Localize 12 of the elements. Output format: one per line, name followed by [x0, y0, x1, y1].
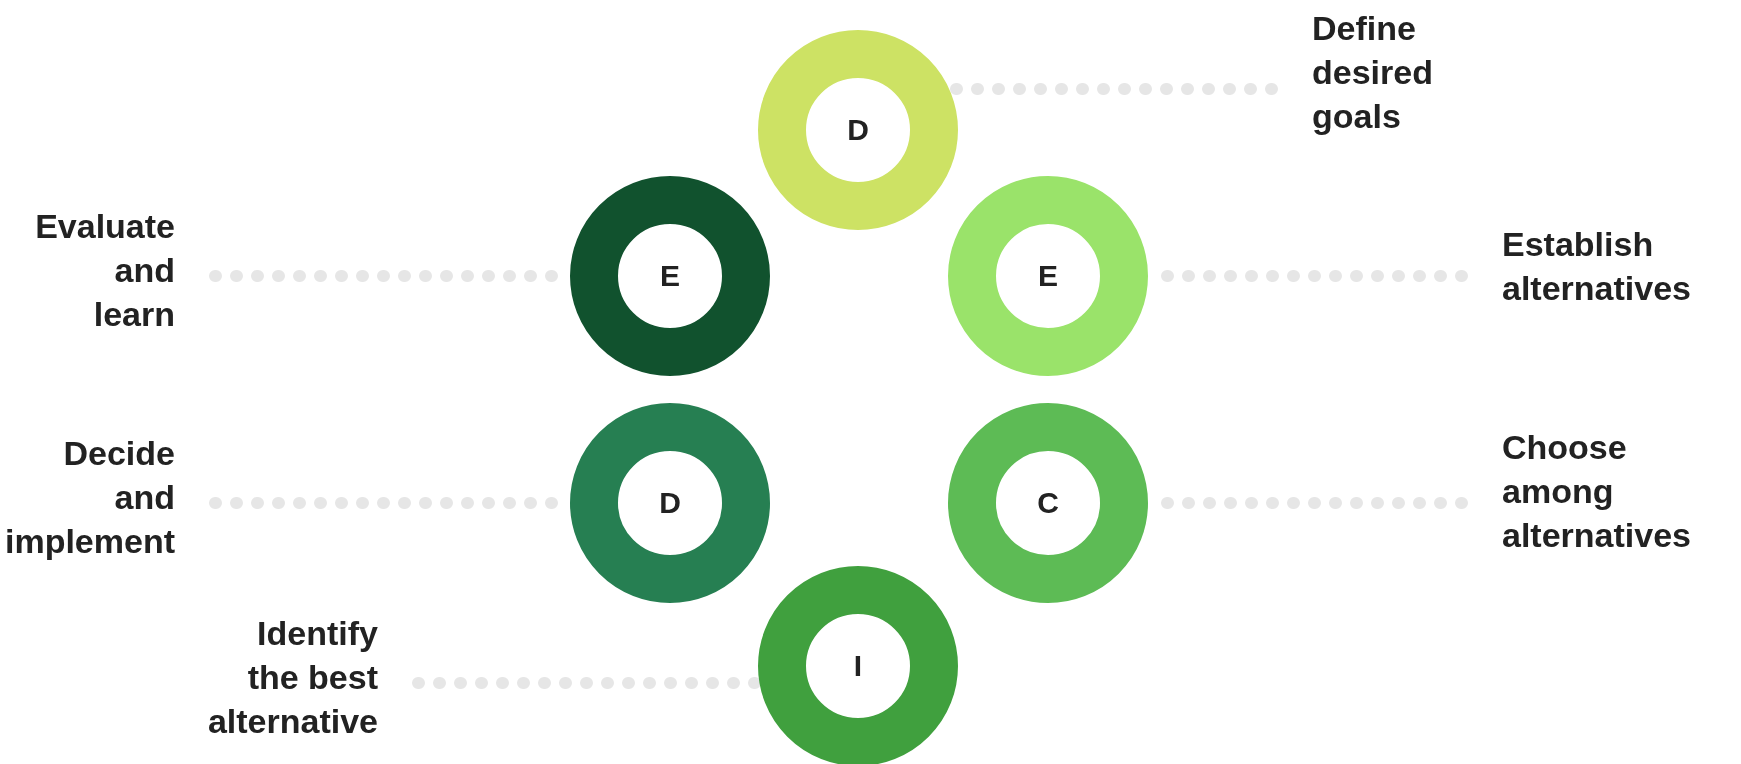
- circle-letter: D: [659, 488, 681, 518]
- circle-letter: C: [1037, 488, 1059, 518]
- step-label: Choose among alternatives: [1502, 427, 1692, 556]
- circle-letter: E: [660, 261, 680, 291]
- step-label: Evaluate and learn: [34, 206, 175, 335]
- step-label: Decide and implement: [3, 433, 175, 562]
- circle-letter: E: [1038, 261, 1058, 291]
- step-label: Define desired goals: [1312, 8, 1434, 137]
- circle-letter: I: [853, 651, 863, 681]
- step-label: Establish alternatives: [1502, 224, 1692, 309]
- circle-letter: D: [847, 115, 869, 145]
- step-label: Identify the best alternative: [206, 613, 378, 742]
